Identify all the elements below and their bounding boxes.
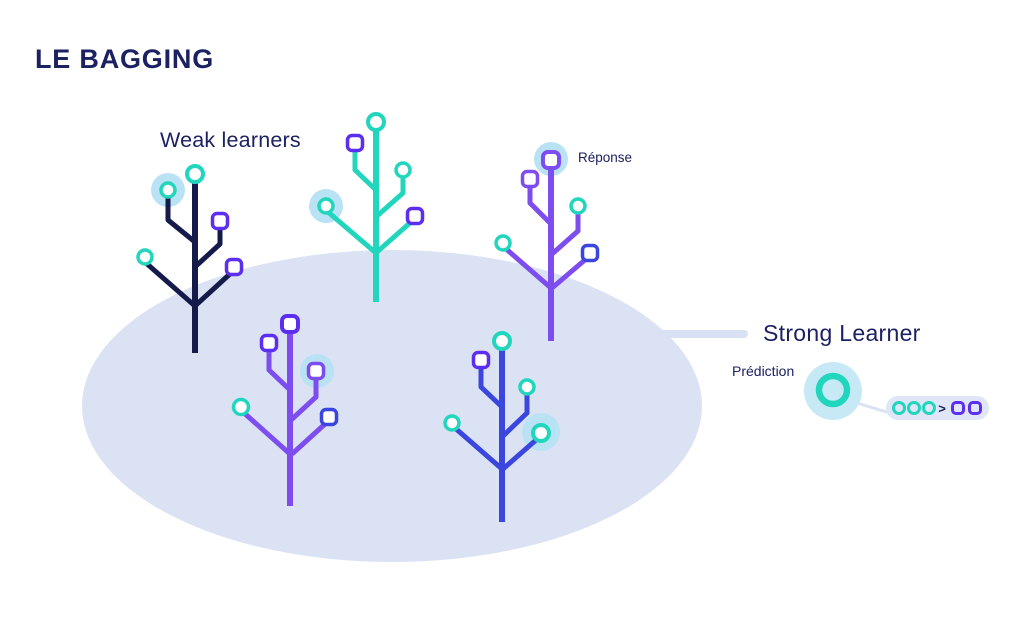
tree-branch [501, 438, 538, 471]
tree-branch [453, 426, 504, 471]
weak-learners-label: Weak learners [160, 128, 301, 152]
leaf-circle-icon [492, 331, 512, 351]
weak-learner-tree-5 [443, 331, 560, 522]
tree-branch [550, 213, 581, 256]
tree-branch [503, 246, 553, 290]
leaf-square-icon [280, 314, 300, 334]
tree-branch [326, 210, 378, 255]
tree-branch [527, 186, 553, 226]
leaf-square-icon [224, 257, 244, 277]
leaf-circle-icon [185, 164, 205, 184]
vote-square-icon [951, 401, 965, 415]
tree-branch [289, 378, 319, 422]
leaf-square-icon [306, 361, 326, 381]
leaf-square-icon [520, 169, 540, 189]
leaf-circle-icon [231, 397, 251, 417]
leaf-square-icon [405, 206, 425, 226]
leaf-circle-icon [136, 248, 154, 266]
strong-learner-label: Strong Learner [763, 320, 921, 346]
leaf-circle-icon [317, 197, 335, 215]
bootstrap-sample-ellipse [82, 250, 702, 562]
tree-branch [550, 257, 588, 290]
reponse-label: Réponse [578, 150, 633, 165]
weak-learner-tree-4 [231, 314, 339, 506]
leaf-circle-icon [159, 181, 177, 199]
vote-circle-icon [907, 401, 921, 415]
prediction-halo [804, 362, 862, 420]
tree-branch [266, 350, 292, 392]
tree-branch [478, 367, 504, 409]
leaf-circle-icon [569, 197, 587, 215]
reponse-leaf-square-icon [541, 150, 561, 170]
tree-branch [375, 177, 406, 218]
leaf-square-icon [210, 211, 230, 231]
tree-branch [290, 422, 327, 456]
tree-branch [375, 220, 413, 254]
tree-branch [144, 261, 197, 308]
tree-branch [501, 394, 530, 438]
tree-branch [241, 410, 292, 456]
page-title: LE BAGGING [35, 44, 215, 74]
leaf-square-icon [345, 133, 365, 153]
weak-learner-tree-1 [136, 164, 244, 353]
leaf-circle-icon [443, 414, 461, 432]
tree-branch [194, 229, 223, 268]
vote-circle-icon [922, 401, 936, 415]
leaf-circle-icon [531, 423, 551, 443]
vote-circle-icon [892, 401, 906, 415]
leaf-circle-icon [366, 112, 386, 132]
vote-square-icon [968, 401, 982, 415]
weak-learner-tree-2 [309, 112, 425, 302]
tree-branch [352, 150, 379, 193]
leaf-circle-icon [394, 161, 412, 179]
leaf-square-icon [471, 350, 491, 370]
strong-learner-prediction [804, 362, 989, 420]
leaf-circle-icon [494, 234, 512, 252]
leaf-square-icon [580, 243, 600, 263]
prediction-label: Prédiction [732, 363, 795, 379]
leaf-square-icon [259, 333, 279, 353]
tree-branch [194, 271, 233, 307]
leaf-circle-icon [518, 378, 536, 396]
weak-learner-tree-3 [494, 142, 600, 341]
prediction-ring-icon [815, 372, 851, 408]
leaf-square-icon [319, 407, 339, 427]
vote-majority-symbol: > [938, 401, 946, 416]
tree-branch [165, 197, 197, 244]
